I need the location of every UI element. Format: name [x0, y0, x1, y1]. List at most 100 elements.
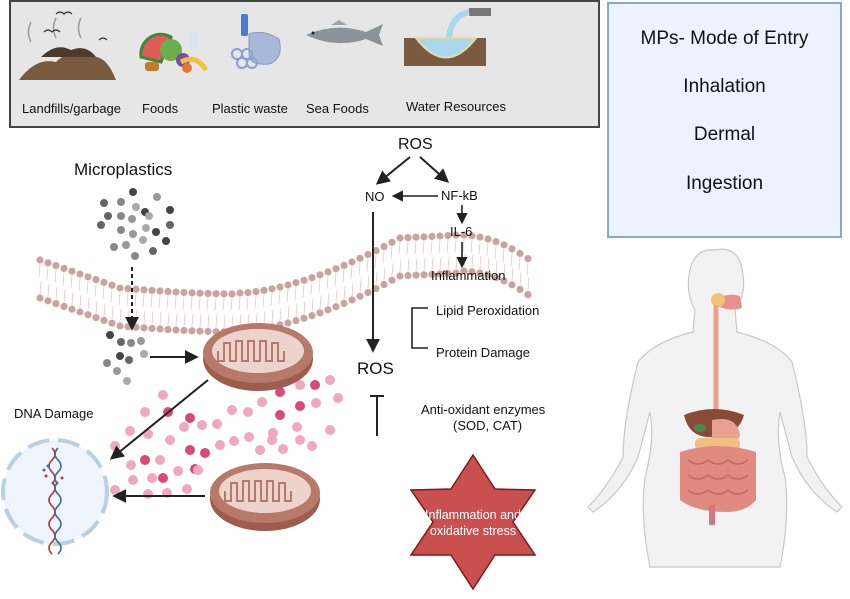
damage-bracket: [411, 307, 428, 349]
lipid-tail: [519, 272, 522, 286]
microplastic-particle: [131, 252, 139, 260]
source-label-water-resources: Water Resources: [406, 99, 506, 114]
ros-particle: [333, 393, 343, 403]
lipid-head: [460, 267, 468, 275]
ros-particle: [110, 441, 120, 451]
lipid-head: [324, 306, 332, 314]
lipid-head: [524, 290, 532, 299]
lipid-tail: [447, 256, 450, 270]
lipid-head: [388, 238, 396, 246]
lipid-tail: [207, 314, 210, 328]
lipid-tail: [470, 239, 473, 253]
lipid-head: [124, 323, 132, 331]
lipid-head: [124, 285, 132, 293]
lipid-tail: [151, 311, 154, 325]
lipid-tail: [63, 289, 66, 303]
lipid-tail: [502, 248, 505, 262]
lipid-tail: [87, 297, 90, 311]
inflammation-label: Inflammation: [431, 268, 506, 283]
ros-particle: [158, 390, 168, 400]
microplastic-particle: [116, 352, 124, 360]
microplastic-particle: [117, 338, 125, 346]
lipid-tail: [246, 296, 249, 310]
lipid-head: [476, 233, 484, 241]
lipid-head: [340, 299, 348, 307]
ros-particle: [140, 407, 150, 417]
lipid-head: [492, 274, 500, 282]
protein-damage-label: Protein Damage: [436, 345, 530, 360]
lipid-tail: [527, 277, 530, 291]
lipid-head: [132, 285, 140, 293]
mitochondrion-icon: [203, 323, 313, 391]
lipid-head: [428, 232, 436, 240]
ros-particle: [185, 413, 195, 423]
lipid-tail: [271, 309, 274, 323]
lipid-tail: [391, 263, 394, 277]
microplastic-particle: [139, 236, 147, 244]
ros-particle: [185, 445, 195, 455]
lipid-head: [372, 284, 380, 293]
lipid-tail: [270, 292, 273, 306]
microplastic-particle: [145, 212, 153, 220]
lipid-tail: [358, 262, 361, 276]
lipid-tail: [422, 240, 425, 254]
ros-particle: [173, 466, 183, 476]
inflammation-star-shape: [409, 453, 537, 591]
lipid-head: [188, 289, 196, 297]
source-label-sea-foods: Sea Foods: [306, 101, 369, 116]
microplastic-particle: [140, 350, 148, 358]
ros-particle: [311, 398, 321, 408]
arrow-ros-to-nfkb: [419, 156, 450, 183]
lipid-head: [60, 302, 68, 310]
lipid-tail: [279, 307, 282, 322]
lipid-tail: [286, 288, 289, 303]
lipid-head: [452, 269, 460, 277]
lipid-tail: [526, 262, 529, 276]
lipid-tail: [311, 298, 314, 312]
lipid-tail: [438, 239, 441, 254]
lipid-tail: [150, 294, 153, 308]
lipid-head: [396, 272, 404, 280]
microplastic-particle: [122, 241, 130, 249]
lipid-head: [140, 286, 148, 294]
arrow-ros-to-no: [375, 156, 411, 185]
lipid-tail: [159, 311, 162, 326]
dna-damage-label: DNA Damage: [14, 406, 94, 421]
microplastic-particle: [137, 337, 145, 345]
lipid-tail: [415, 258, 418, 272]
lipid-tail: [230, 297, 233, 311]
lipid-head: [68, 267, 76, 275]
lipid-head: [508, 281, 516, 289]
source-label-plastic-waste: Plastic waste: [212, 101, 288, 116]
lipid-tail: [431, 257, 434, 271]
microplastic-particle: [117, 198, 125, 206]
lipid-tail: [342, 269, 345, 283]
lipid-head: [172, 326, 180, 334]
microplastic-particle: [152, 228, 160, 236]
lipid-head: [132, 323, 140, 331]
lipid-head: [404, 234, 412, 242]
cell-membrane: [36, 231, 532, 336]
lipid-head: [276, 283, 284, 291]
ros-particle: [310, 380, 320, 390]
lipid-tail: [167, 312, 170, 326]
lipid-tail: [55, 286, 58, 300]
microplastic-particle: [117, 226, 125, 234]
lipid-head: [108, 319, 116, 327]
lipid-tail: [191, 313, 194, 327]
lipid-tail: [318, 278, 321, 292]
microplastic-particle: [106, 331, 114, 339]
entry-route-inhalation: Inhalation: [683, 76, 766, 97]
plastic-waste-icon: [231, 14, 281, 69]
lipid-tail: [446, 239, 449, 253]
ros-particle: [179, 422, 189, 432]
ros-particle: [295, 435, 305, 445]
microplastic-particle: [132, 203, 140, 211]
lipid-head: [284, 281, 292, 289]
lipid-tail: [190, 296, 193, 310]
lipid-head: [436, 232, 444, 240]
ros-particle: [307, 441, 317, 451]
nfkb-label: NF-kB: [441, 188, 478, 203]
entry-title: MPs- Mode of Entry: [640, 28, 809, 49]
ros-particle: [158, 473, 168, 483]
